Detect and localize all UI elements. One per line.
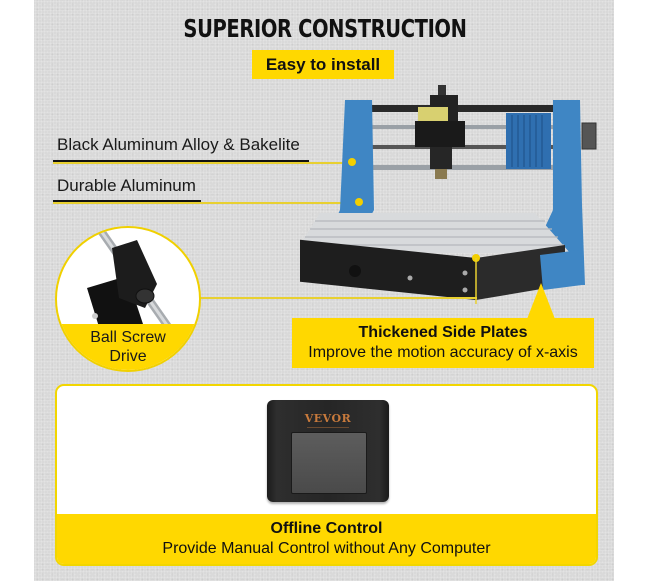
ball-screw-label: Ball Screw Drive xyxy=(57,324,199,370)
offline-controller-device: VEVOR xyxy=(267,400,389,502)
logo-tagline xyxy=(307,427,349,428)
underline-durable-aluminum xyxy=(53,200,201,203)
offline-control-subtitle: Provide Manual Control without Any Compu… xyxy=(162,540,491,557)
leader-line-ball-screw xyxy=(196,297,477,299)
device-screen xyxy=(291,432,367,494)
leader-line-black-alloy xyxy=(53,162,353,164)
side-plates-pointer xyxy=(527,283,555,319)
easy-install-badge: Easy to install xyxy=(252,50,394,79)
offline-control-caption: Offline Control Provide Manual Control w… xyxy=(57,514,596,564)
offline-control-title: Offline Control xyxy=(270,520,383,537)
cnc-machine-image xyxy=(300,85,597,304)
vevor-logo: VEVOR xyxy=(304,412,352,425)
material-label-black-alloy: Black Aluminum Alloy & Bakelite xyxy=(57,135,300,154)
page-title: SUPERIOR CONSTRUCTION xyxy=(183,14,467,43)
offline-control-card: VEVOR Offline Control Provide Manual Con… xyxy=(55,384,598,566)
underline-black-alloy xyxy=(53,160,309,163)
side-plates-title: Thickened Side Plates xyxy=(358,324,528,341)
side-plates-callout: Thickened Side Plates Improve the motion… xyxy=(292,318,594,368)
side-plates-subtitle: Improve the motion accuracy of x-axis xyxy=(308,344,578,361)
material-label-durable-aluminum: Durable Aluminum xyxy=(57,176,196,195)
leader-line-durable-aluminum xyxy=(53,202,353,204)
ball-screw-callout: Ball Screw Drive xyxy=(55,226,201,372)
